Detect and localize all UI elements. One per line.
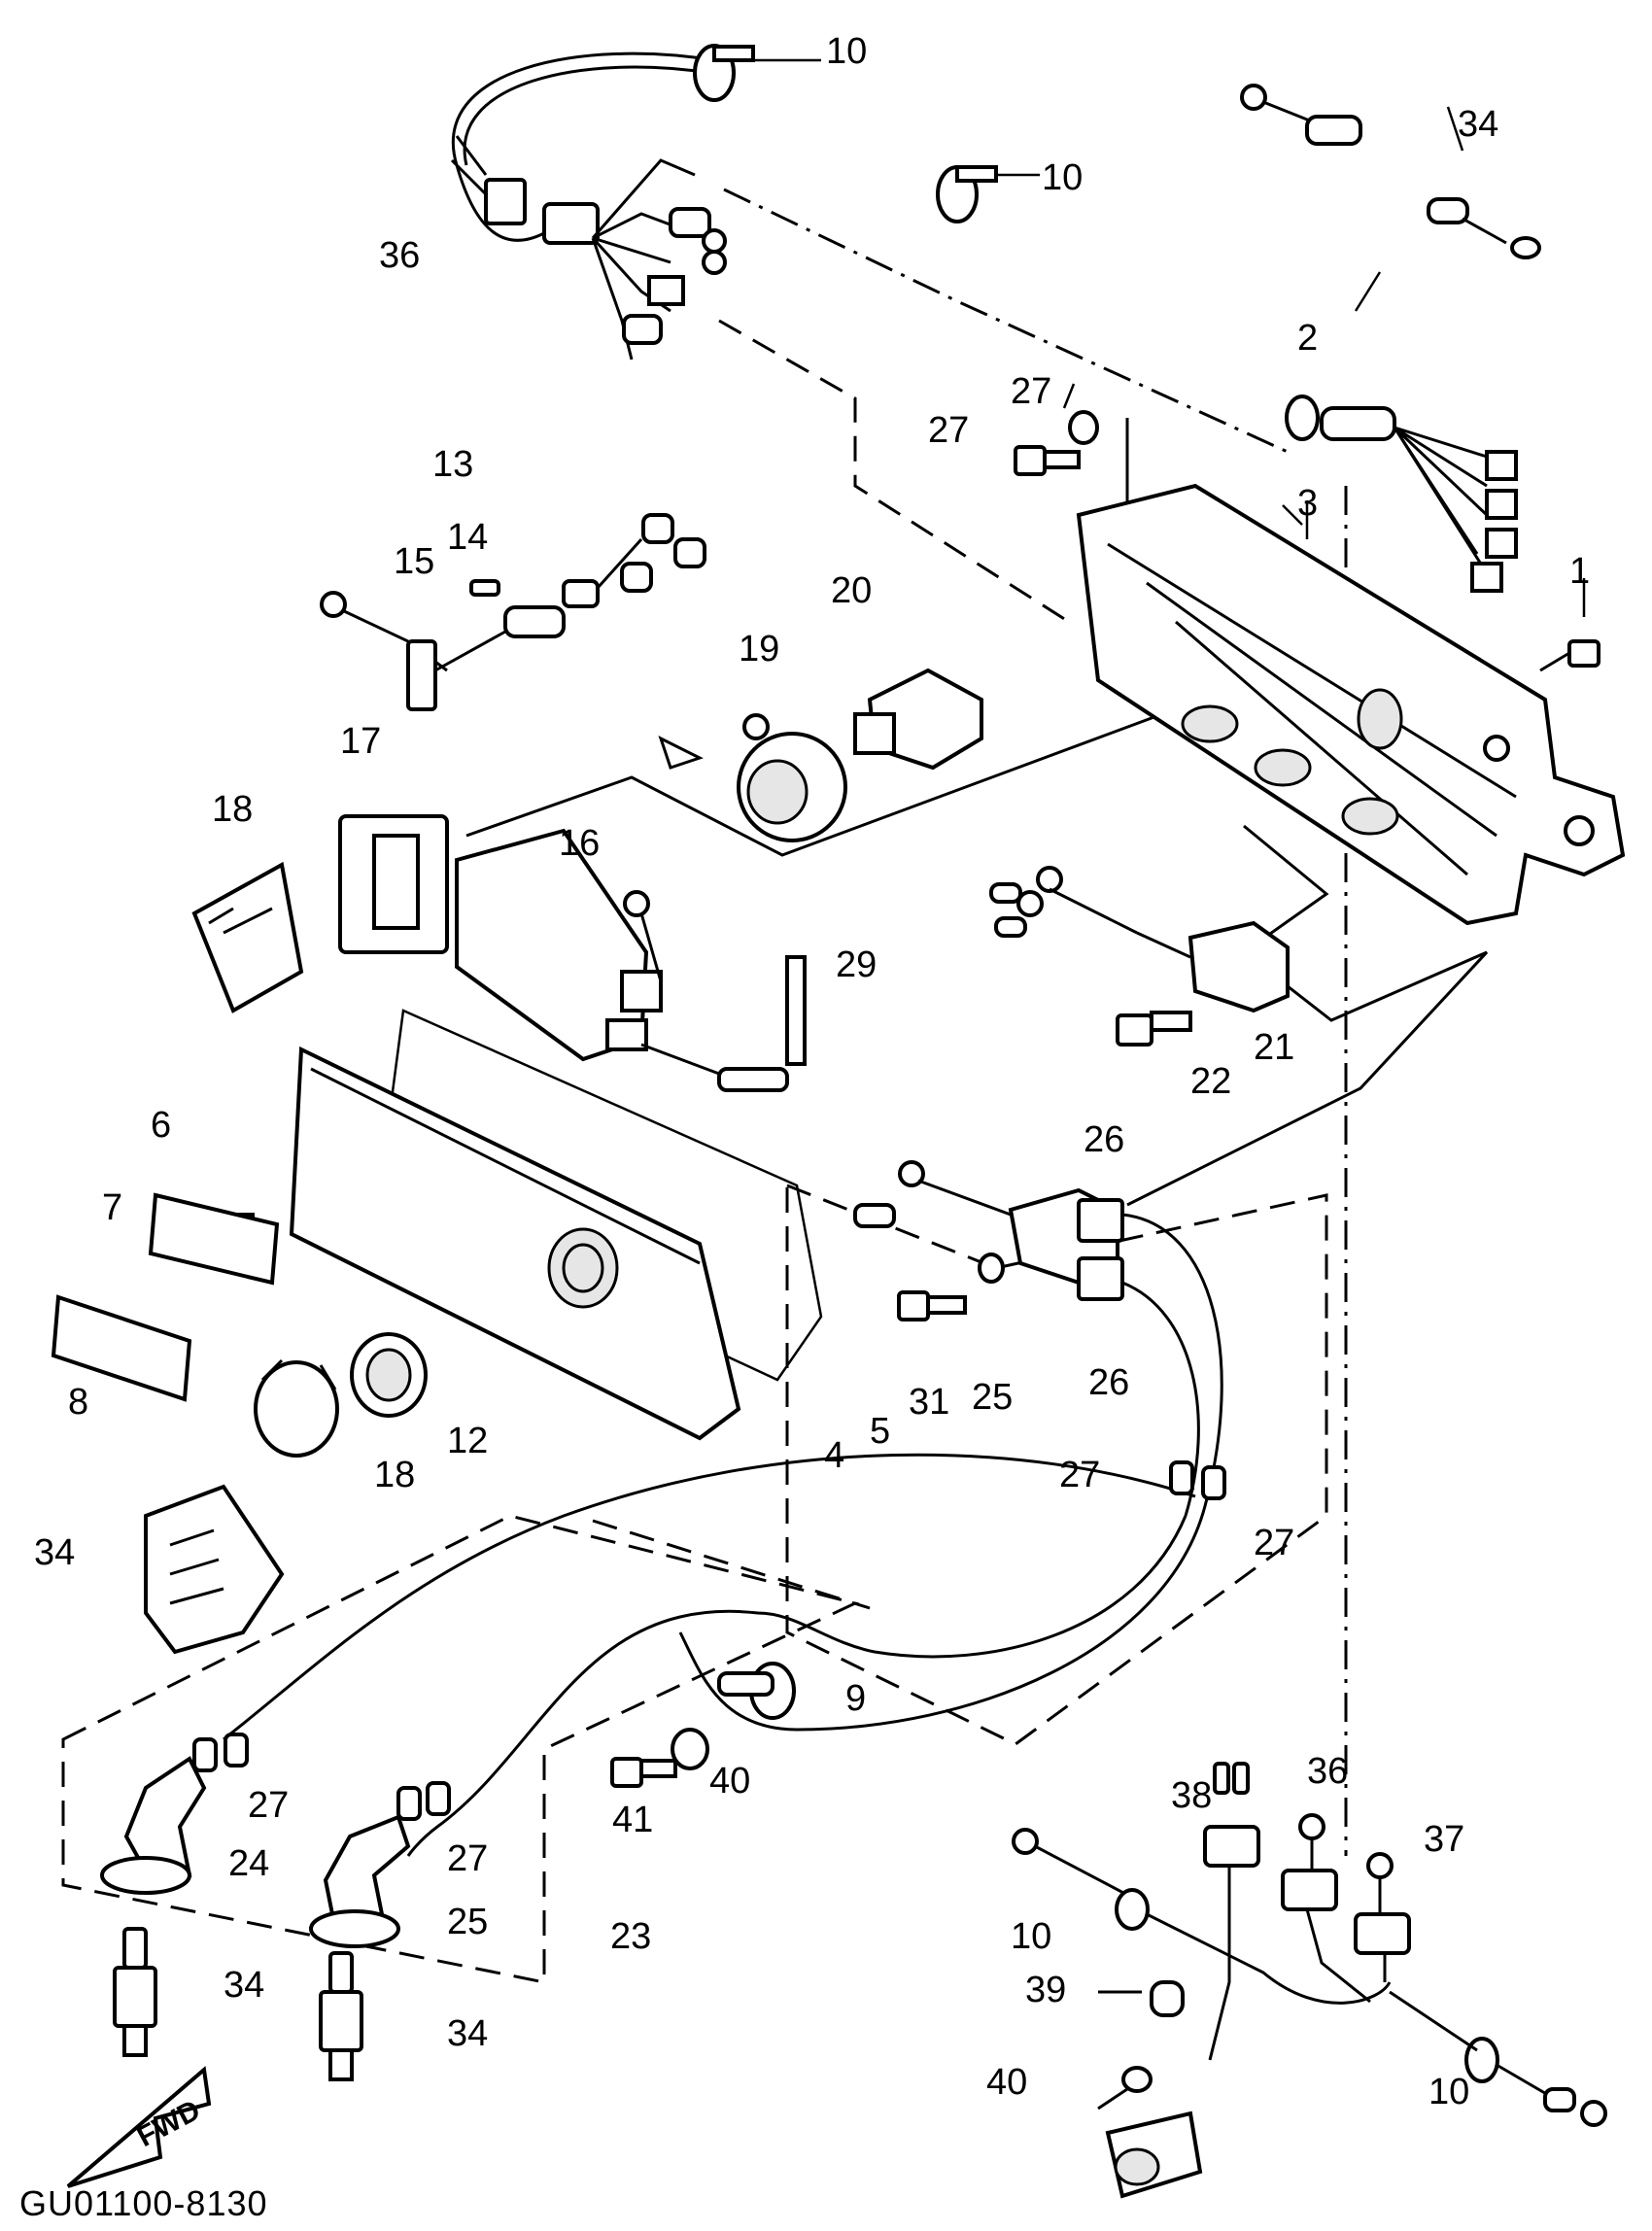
leader-lines (61, 58, 1586, 1984)
starter-relay-19 (658, 713, 847, 842)
clamps-27 (192, 1460, 1226, 1821)
screw-1 (1539, 639, 1600, 672)
coil-21 (989, 866, 1290, 1013)
callout: 18 (212, 789, 253, 830)
callout: 40 (709, 1761, 750, 1802)
bracket-18 (191, 861, 304, 1013)
collar-42 (671, 1728, 709, 1770)
high-tension-cords (223, 1213, 1223, 1857)
callout: 8 (68, 1382, 88, 1423)
clamp-10-mid (936, 165, 998, 223)
callout-labels: 10 10 34 36 2 27 27 3 1 13 14 15 20 19 1… (34, 31, 1590, 2112)
callout: 39 (1025, 1970, 1066, 2010)
callout: 24 (228, 1843, 269, 1884)
callout: 23 (610, 1916, 651, 1957)
callout: 13 (432, 444, 473, 485)
callout: 3 (1297, 483, 1318, 524)
callout: 4 (824, 1435, 844, 1476)
callout: 17 (340, 721, 381, 762)
sub-harness-2 (1285, 395, 1518, 593)
electrical-cover-4 (289, 1046, 741, 1441)
callout: 2 (1297, 318, 1318, 359)
bolt-22 (1116, 1011, 1192, 1047)
callout: 27 (447, 1838, 488, 1879)
callout: 18 (374, 1455, 415, 1495)
bottom-bracket (1097, 2087, 1203, 2199)
label-plate-8 (51, 1294, 192, 1402)
callout: 1 (1569, 551, 1590, 592)
callout: 26 (1084, 1119, 1124, 1160)
fwd-arrow-icon: FWD (66, 2066, 212, 2188)
electrical-bracket-3 (1076, 483, 1626, 926)
callout: 25 (447, 1902, 488, 1942)
callout: 10 (1042, 157, 1083, 198)
spark-plug-34b (319, 1951, 363, 2081)
callout: 27 (1254, 1523, 1294, 1563)
washer-40 (1121, 2066, 1153, 2093)
callout: 25 (972, 1377, 1013, 1418)
plug-cap-25 (309, 1814, 411, 1948)
callout: 34 (447, 2013, 488, 2054)
callout: 12 (447, 1421, 488, 1461)
bolt-31 (1014, 445, 1081, 476)
callout: 20 (831, 570, 872, 611)
callout: 16 (559, 823, 600, 864)
cdi-unit-16 (455, 828, 789, 1092)
callout: 7 (102, 1187, 122, 1228)
callout: 34 (34, 1532, 75, 1573)
callout: 38 (1171, 1775, 1212, 1816)
grommet-11 (350, 1332, 428, 1418)
callout: 27 (928, 410, 969, 451)
callout: 21 (1254, 1027, 1294, 1068)
sensor-harness (1012, 1762, 1607, 2127)
clamp-10-top (693, 44, 755, 102)
fuse-holder-13 (320, 513, 706, 711)
callout: 29 (836, 944, 877, 985)
callout: 10 (1011, 1916, 1051, 1957)
callout: 36 (1307, 1751, 1348, 1792)
callout: 15 (394, 541, 434, 582)
figure-code: GU01100-8130 (19, 2183, 268, 2223)
wire-harness-35 (450, 51, 727, 360)
label-plate-7 (148, 1192, 280, 1286)
callout: 36 (379, 235, 420, 276)
callout: 34 (1458, 104, 1498, 145)
grommet-9 (717, 1662, 796, 1720)
callout: 27 (1011, 371, 1051, 412)
callout: 10 (1428, 2072, 1469, 2112)
cap-12 (254, 1358, 339, 1458)
callout: 26 (1088, 1362, 1129, 1403)
bracket-30 (144, 1484, 285, 1655)
callout: 10 (826, 31, 867, 72)
bolt-43 (610, 1757, 677, 1788)
washer-29 (978, 1253, 1005, 1284)
rectifier-20 (853, 668, 983, 771)
bolt-39 (1098, 1980, 1185, 2017)
band-33 (785, 955, 807, 1066)
callout: 27 (1059, 1455, 1100, 1495)
callout: 6 (151, 1105, 171, 1146)
cover-17 (338, 814, 449, 954)
callout: 40 (986, 2062, 1027, 2103)
callout: 34 (224, 1965, 264, 2006)
spark-plug-34a (113, 1927, 157, 2057)
plug-cap-24 (100, 1756, 207, 1895)
ignition-coil-26 (853, 1160, 1124, 1301)
callout: 37 (1424, 1819, 1464, 1860)
lead-wire-41 (1240, 84, 1541, 259)
callout: 31 (909, 1382, 949, 1423)
callout: 19 (739, 629, 779, 669)
callout: 14 (447, 517, 488, 558)
callout: 5 (870, 1411, 890, 1452)
callout: 41 (612, 1800, 653, 1840)
callout: 9 (845, 1678, 866, 1719)
washer-32 (1068, 410, 1099, 445)
callout: 22 (1190, 1061, 1231, 1102)
callout: 27 (248, 1785, 289, 1826)
bolt-28 (897, 1290, 967, 1321)
